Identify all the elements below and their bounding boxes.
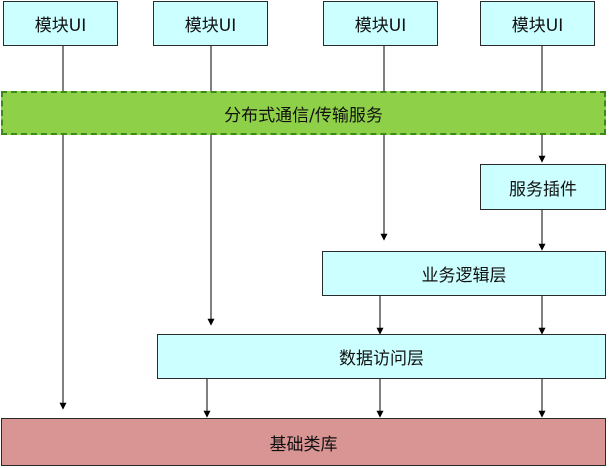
module-ui-box-4: 模块UI — [480, 1, 595, 46]
module-ui-box-3: 模块UI — [323, 1, 438, 46]
module-ui-box-1: 模块UI — [3, 1, 118, 46]
data-access-box: 数据访问层 — [157, 334, 606, 379]
module-ui-box-2: 模块UI — [153, 1, 268, 46]
service-plugin-box: 服务插件 — [480, 164, 606, 210]
business-logic-box: 业务逻辑层 — [322, 251, 606, 296]
distributed-service-bus: 分布式通信/传输服务 — [1, 91, 606, 135]
base-library-box: 基础类库 — [1, 418, 606, 466]
